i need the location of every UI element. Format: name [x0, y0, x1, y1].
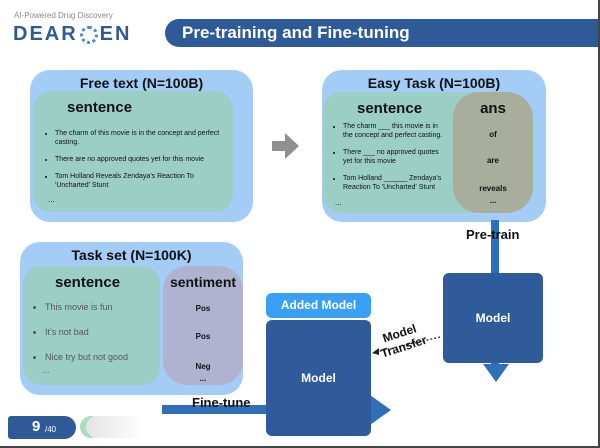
- free-text-sentence-panel: sentence The charm of this movie is in t…: [33, 91, 233, 212]
- ellipsis: ...: [43, 366, 50, 375]
- sentiment-header: sentiment: [169, 274, 237, 290]
- sentiment: Neg: [195, 362, 211, 371]
- task-set-title: Task set (N=100K): [71, 247, 192, 263]
- logo-left: DEAR: [13, 23, 78, 45]
- dna-icon: [79, 25, 98, 44]
- answer-panel: ans of are reveals ...: [453, 92, 533, 213]
- answer: reveals: [479, 184, 507, 193]
- dotted-arrow-icon: [372, 336, 441, 355]
- list-item: There are no approved quotes yet for thi…: [55, 155, 221, 164]
- task-set-sentence-panel: sentence This movie is fun It's not bad …: [23, 266, 160, 385]
- added-model-box: Added Model: [266, 293, 371, 318]
- answer: of: [489, 130, 497, 139]
- finetune-label: Fine-tune: [192, 395, 251, 410]
- ellipsis: ...: [489, 196, 497, 205]
- pretrained-model-box: Model: [443, 273, 543, 363]
- page-total: /40: [45, 425, 57, 434]
- list-item: There ___ no approved quotes yet for thi…: [343, 148, 447, 166]
- answer: are: [486, 156, 499, 165]
- free-text-title: Free text (N=100B): [79, 75, 204, 91]
- sentiment: Pos: [195, 304, 211, 313]
- list-item: The charm of this movie is in the concep…: [55, 129, 221, 147]
- arrow-down-icon: [483, 364, 509, 382]
- sentence-header: sentence: [55, 274, 121, 291]
- logo-right: EN: [99, 23, 132, 45]
- list-item: This movie is fun: [45, 302, 156, 313]
- sentence-header: sentence: [67, 99, 133, 116]
- free-text-box: Free text (N=100B) sentence The charm of…: [30, 70, 253, 222]
- progress-track: [86, 416, 144, 438]
- task-set-box: Task set (N=100K) sentence This movie is…: [20, 242, 243, 395]
- ellipsis: ...: [48, 195, 55, 204]
- pretrain-label: Pre-train: [466, 227, 520, 242]
- arrow-right-icon: [272, 133, 299, 159]
- tagline: AI-Powered Drug Discovery: [14, 11, 113, 20]
- finetuned-model-box: Model: [266, 320, 371, 436]
- arrow-right-icon: [370, 395, 391, 425]
- sentiment-panel: sentiment Pos Pos Neg ...: [163, 266, 243, 385]
- list-item: It's not bad: [45, 327, 156, 338]
- list-item: Nice try but not good: [45, 352, 156, 363]
- list-item: Tom Holland Reveals Zendaya's Reaction T…: [55, 172, 221, 190]
- page-indicator: 9 /40: [8, 416, 76, 439]
- easy-task-title: Easy Task (N=100B): [367, 75, 501, 91]
- ellipsis: ...: [199, 374, 207, 383]
- ans-header: ans: [480, 100, 506, 117]
- easy-task-box: Easy Task (N=100B) sentence The charm __…: [322, 70, 546, 222]
- slide-title: Pre-training and Fine-tuning: [165, 19, 600, 47]
- page-number: 9: [32, 418, 41, 435]
- ellipsis: ...: [335, 198, 342, 207]
- list-item: The charm ___ this movie is in the conce…: [343, 122, 447, 140]
- list-item: Tom Holland ______ Zendaya's Reaction To…: [343, 174, 447, 192]
- logo: DEAR EN: [13, 23, 131, 46]
- sentiment: Pos: [195, 332, 211, 341]
- sentence-header: sentence: [357, 100, 423, 117]
